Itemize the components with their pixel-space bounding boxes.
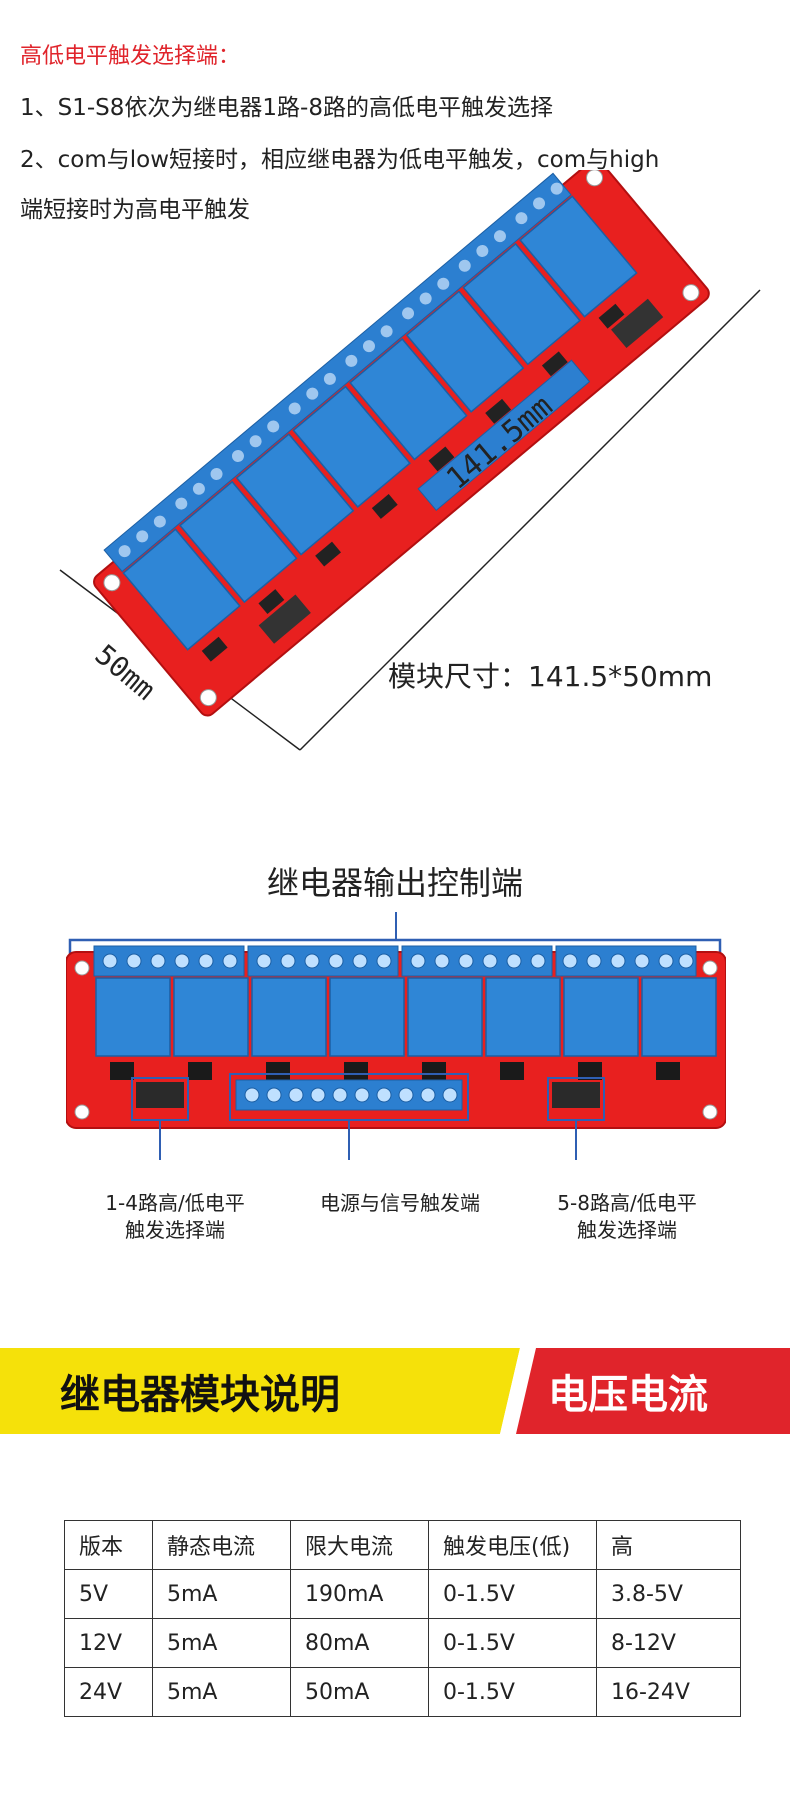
relay (292, 385, 411, 509)
length-dimension-line (299, 289, 761, 751)
table-cell: 3.8-5V (596, 1569, 741, 1619)
table-cell: 0-1.5V (428, 1569, 597, 1619)
callout-jumper-5-8-line1: 5-8路高/低电平 (557, 1191, 697, 1215)
relay (405, 290, 525, 413)
intro-line-1: 1、S1-S8依次为继电器1路-8路的高低电平触发选择 (20, 95, 553, 121)
banner-red-bar (508, 1348, 790, 1434)
jumper-block-1-4 (258, 594, 311, 644)
module-size-label: 模块尺寸：141.5*50mm (388, 660, 713, 693)
relay (122, 528, 241, 651)
jumper-block-5-8 (552, 1082, 600, 1108)
table-row: 24V 5mA 50mA 0-1.5V 16-24V (64, 1667, 741, 1717)
callout-jumper-5-8-line2: 触发选择端 (577, 1218, 677, 1242)
callout-jumper-1-4-line1: 1-4路高/低电平 (105, 1191, 245, 1215)
relay (485, 977, 561, 1057)
table-header-cell: 静态电流 (152, 1520, 291, 1570)
mount-hole (586, 170, 604, 187)
table-cell: 16-24V (596, 1667, 741, 1717)
relay-board-photo (59, 170, 761, 751)
relay (179, 480, 298, 604)
intro-line-2: 2、com与low短接时，相应继电器为低电平触发，com与high (20, 147, 660, 173)
table-header-cell: 版本 (64, 1520, 153, 1570)
table-cell: 0-1.5V (428, 1667, 597, 1717)
table-cell: 80mA (290, 1618, 429, 1668)
table-cell: 12V (64, 1618, 153, 1668)
mount-hole (199, 689, 217, 707)
relay (563, 977, 639, 1057)
spec-table: 版本 静态电流 限大电流 触发电压(低) 高 5V 5mA 190mA 0-1.… (64, 1520, 741, 1717)
callout-jumper-1-4-line2: 触发选择端 (125, 1218, 225, 1242)
table-cell: 5mA (152, 1618, 291, 1668)
banner-yellow-bar (0, 1348, 520, 1434)
table-cell: 5mA (152, 1667, 291, 1717)
mount-hole (682, 284, 700, 302)
callout-power-signal: 电源与信号触发端 (320, 1191, 480, 1215)
table-cell: 8-12V (596, 1618, 741, 1668)
output-terminal-block (401, 945, 553, 977)
table-cell: 5mA (152, 1569, 291, 1619)
table-row: 12V 5mA 80mA 0-1.5V 8-12V (64, 1618, 741, 1668)
relay (95, 977, 171, 1057)
callout-jumper-5-8: 5-8路高/低电平 触发选择端 (512, 1190, 742, 1244)
relay (329, 977, 405, 1057)
relay (407, 977, 483, 1057)
relay (173, 977, 249, 1057)
table-row: 5V 5mA 190mA 0-1.5V 3.8-5V (64, 1569, 741, 1619)
intro-line-2-continued: 端短接时为高电平触发 (20, 197, 250, 223)
table-header-cell: 限大电流 (290, 1520, 429, 1570)
relay (251, 977, 327, 1057)
jumper-block-1-4 (136, 1082, 184, 1108)
table-cell: 24V (64, 1667, 153, 1717)
table-cell: 190mA (290, 1569, 429, 1619)
relay (519, 195, 638, 318)
table-header-cell: 触发电压(低) (428, 1520, 597, 1570)
input-terminal-strip (417, 359, 591, 511)
relay-board-front-view (66, 912, 726, 1160)
output-control-label: 继电器输出控制端 (266, 864, 523, 902)
jumper-block-5-8 (611, 298, 664, 349)
output-terminal-block (93, 945, 245, 977)
banner-subtitle: 电压电流 (548, 1372, 708, 1418)
table-header-cell: 高 (596, 1520, 741, 1570)
intro-title: 高低电平触发选择端： (20, 44, 241, 69)
output-terminal-block (247, 945, 399, 977)
table-header-row: 版本 静态电流 限大电流 触发电压(低) 高 (64, 1520, 741, 1570)
section-banner (0, 1348, 790, 1434)
relay (462, 242, 581, 366)
banner-title: 继电器模块说明 (60, 1372, 340, 1418)
relay (235, 433, 355, 556)
callout-jumper-1-4: 1-4路高/低电平 触发选择端 (60, 1190, 290, 1244)
mount-hole (103, 574, 121, 592)
relay (349, 338, 468, 461)
relay (641, 977, 717, 1057)
table-cell: 5V (64, 1569, 153, 1619)
table-cell: 50mA (290, 1667, 429, 1717)
table-cell: 0-1.5V (428, 1618, 597, 1668)
